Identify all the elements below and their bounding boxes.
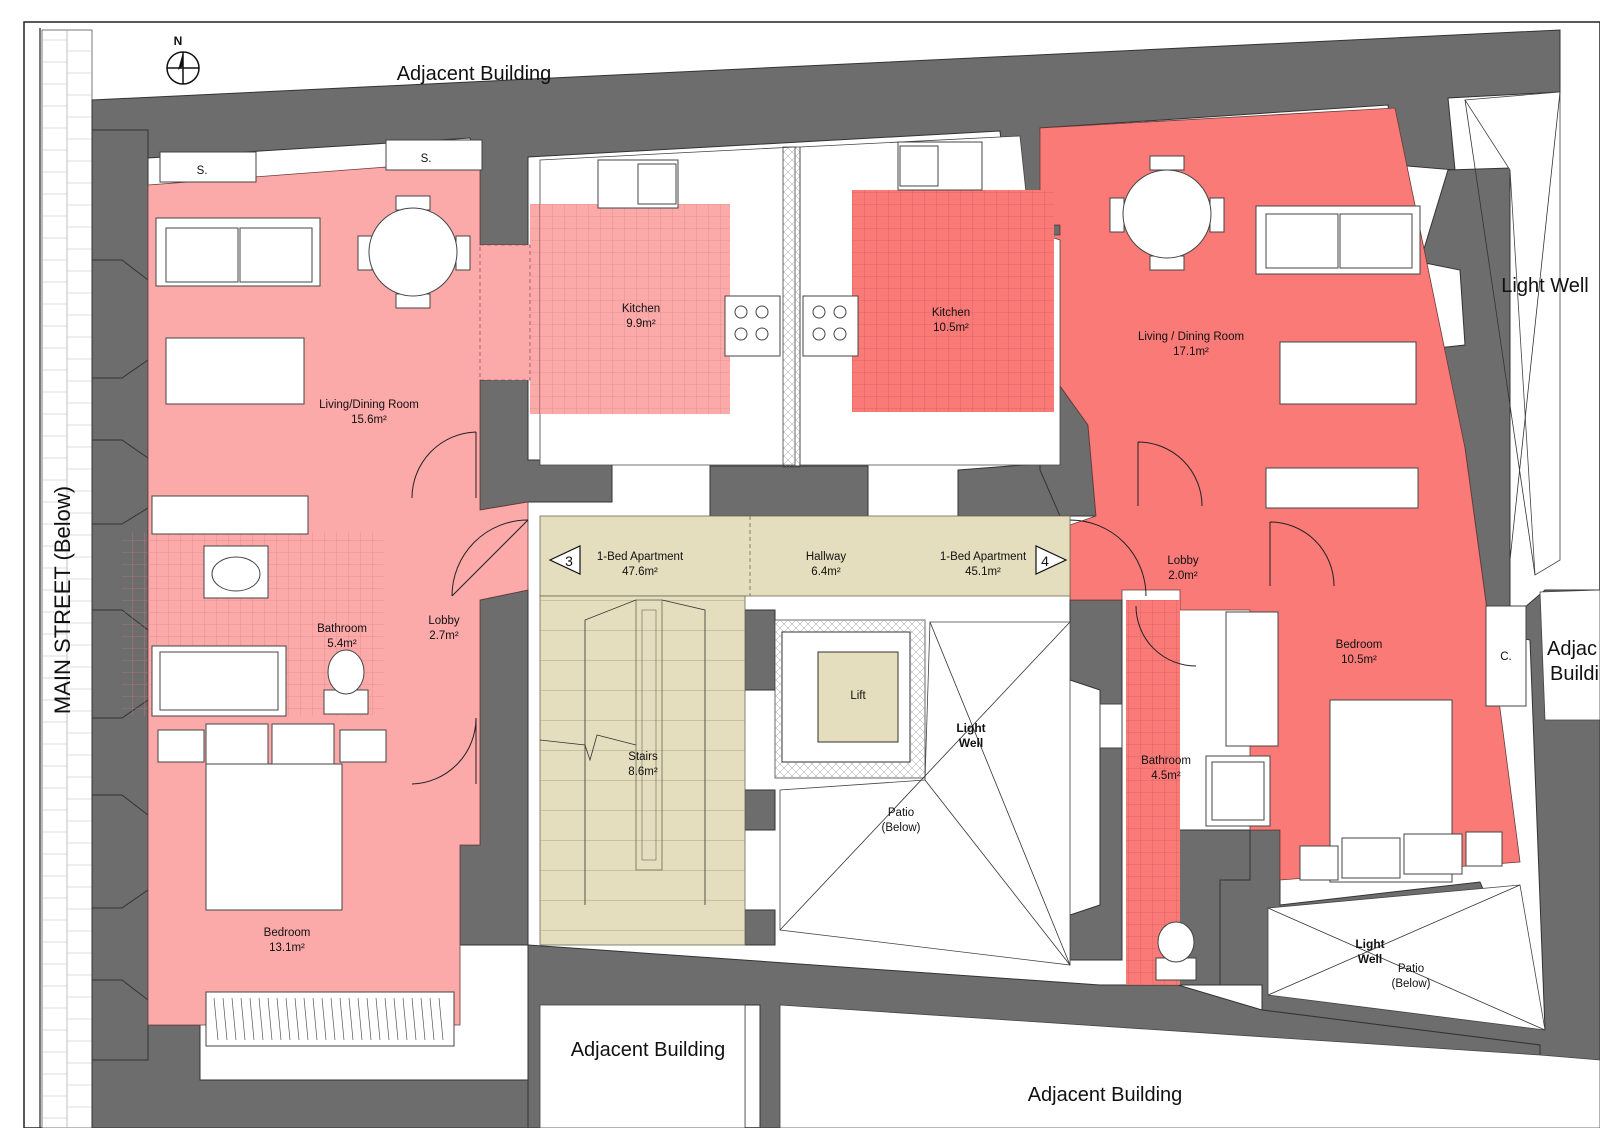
- living-3-area: 15.6m²: [351, 414, 387, 426]
- adjacent-bottom-right: [779, 1004, 1600, 1128]
- light-well-bottom-right: [1267, 884, 1546, 1031]
- hob-icon: [724, 295, 781, 357]
- store-c-label: C.: [1500, 651, 1512, 663]
- living-4-name: Living / Dining Room: [1138, 331, 1244, 343]
- light-well-center: [779, 621, 1071, 966]
- tv-unit: [151, 495, 309, 535]
- apartment-4-number: 4: [1041, 553, 1049, 569]
- light-well-bottom-right-line1: Light: [1355, 937, 1384, 951]
- sheet-border: [23, 21, 1600, 1128]
- coffee-table: [165, 337, 305, 405]
- apartment-3-number: 3: [565, 553, 573, 569]
- bathroom-3-name: Bathroom: [317, 623, 367, 635]
- light-well-label: Light Well: [1501, 275, 1588, 297]
- wardrobe-icon-4: [1225, 611, 1279, 747]
- adjacent-right-label-2: Buildi: [1550, 663, 1599, 685]
- adjacent-top-label: Adjacent Building: [397, 63, 552, 85]
- living-4-area: 17.1m²: [1173, 346, 1209, 358]
- store-c: [1485, 605, 1527, 707]
- bathroom-4-name: Bathroom: [1141, 755, 1191, 767]
- kitchen-3-name: Kitchen: [622, 303, 660, 315]
- furniture: C.: [151, 141, 1527, 1047]
- apartment-4-marker: 1-Bed Apartment 45.1m² 4: [940, 545, 1068, 578]
- main-street: MAIN STREET (Below): [41, 29, 93, 1128]
- apartment-4-area: 45.1m²: [965, 566, 1001, 578]
- dining-table-icon-4: [1109, 155, 1225, 271]
- street-label: MAIN STREET (Below): [50, 486, 75, 714]
- hob-icon-4: [802, 295, 859, 357]
- kitchen-3-area: 9.9m²: [626, 318, 656, 330]
- wardrobe-icon: [205, 991, 455, 1047]
- store-s1: [159, 151, 257, 183]
- bedroom-4-area: 10.5m²: [1341, 654, 1377, 666]
- compass-label: N: [174, 34, 183, 48]
- patio-right-line1: Patio: [1398, 963, 1424, 975]
- tv-unit-4: [1265, 467, 1419, 509]
- light-well-top-right: Light Well: [1464, 91, 1589, 576]
- living-3-name: Living/Dining Room: [319, 399, 419, 411]
- adjacent-bottom-right-label: Adjacent Building: [1028, 1084, 1183, 1106]
- dining-table-icon: [357, 195, 471, 309]
- kitchen-4-name: Kitchen: [932, 307, 970, 319]
- light-well-center-line2: Well: [959, 736, 983, 750]
- kitchen-4-area: 10.5m²: [933, 322, 969, 334]
- bedroom-4-name: Bedroom: [1336, 639, 1383, 651]
- bedroom-3-name: Bedroom: [264, 927, 311, 939]
- patio-center-line2: (Below): [882, 822, 921, 834]
- lobby-3-area: 2.7m²: [429, 630, 459, 642]
- adjacent-bottom-left: [539, 1004, 746, 1128]
- light-well-center-line1: Light: [956, 721, 985, 735]
- stairs-area: 8.6m²: [628, 766, 658, 778]
- store-s2-label: S.: [421, 153, 432, 165]
- apartment-3-title: 1-Bed Apartment: [597, 551, 684, 563]
- basin-icon-4: [1099, 703, 1123, 749]
- apartment-3-area: 47.6m²: [622, 566, 658, 578]
- adjacent-right-label-1: Adjac: [1547, 638, 1597, 660]
- lobby-4-name: Lobby: [1167, 555, 1199, 567]
- lift: Lift: [774, 619, 926, 779]
- lift-label: Lift: [850, 690, 866, 702]
- apartment-4-title: 1-Bed Apartment: [940, 551, 1027, 563]
- hallway-name: Hallway: [806, 551, 847, 563]
- coffee-table-4: [1279, 341, 1417, 405]
- bathroom-3-area: 5.4m²: [327, 638, 357, 650]
- light-well-bottom-right-line2: Well: [1358, 952, 1382, 966]
- store-s1-label: S.: [197, 165, 208, 177]
- doors: [411, 431, 1335, 785]
- common-area: [539, 515, 1071, 946]
- store-s2: [385, 139, 483, 171]
- adjacent-right: [1539, 589, 1600, 721]
- patio-center-line1: Patio: [888, 807, 914, 819]
- bed-icon: [205, 763, 343, 911]
- stairs-name: Stairs: [628, 751, 658, 763]
- apartment-3-marker: 3 1-Bed Apartment 47.6m²: [548, 545, 684, 578]
- north-arrow-icon: N: [166, 34, 200, 85]
- patio-right-line2: (Below): [1392, 978, 1431, 990]
- toilet-icon-4: [1155, 921, 1197, 981]
- lobby-4-area: 2.0m²: [1168, 570, 1198, 582]
- hallway-area: 6.4m²: [811, 566, 841, 578]
- adjacent-bottom-left-label: Adjacent Building: [571, 1039, 726, 1061]
- toilet-icon: [323, 649, 369, 715]
- lobby-3-name: Lobby: [428, 615, 460, 627]
- labels: Adjacent Building Adjacent Building Adja…: [264, 63, 1599, 1106]
- bedroom-3-area: 13.1m²: [269, 942, 305, 954]
- bathroom-4-area: 4.5m²: [1151, 770, 1181, 782]
